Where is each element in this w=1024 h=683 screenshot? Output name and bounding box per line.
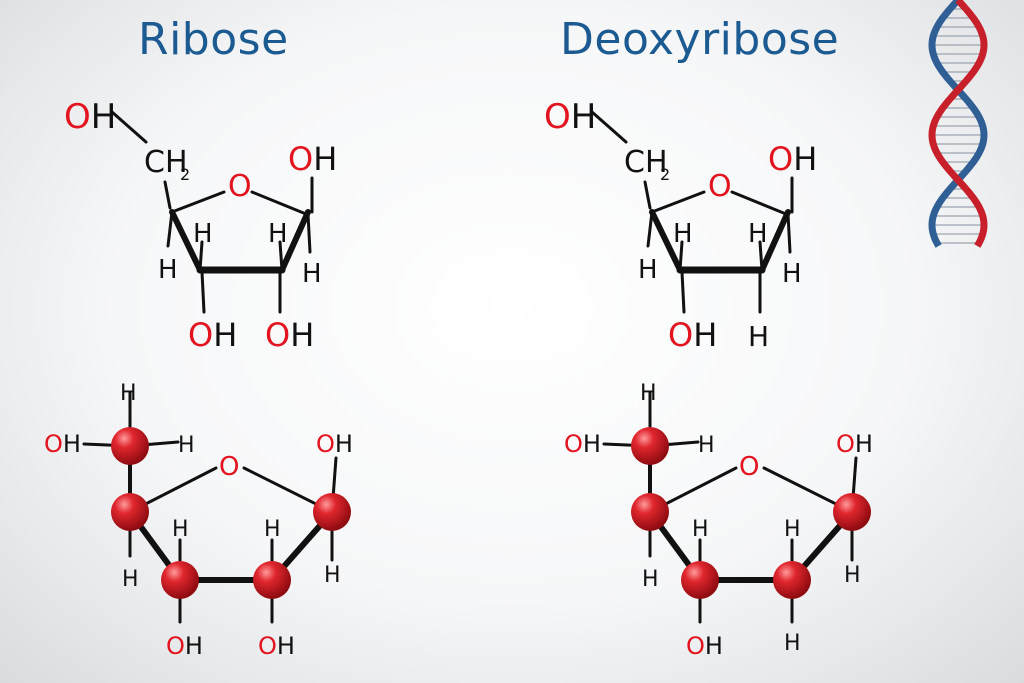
carbon-atom-ball [833, 493, 871, 531]
oh-c1: OH [768, 140, 817, 178]
bond-c4-h [646, 210, 654, 248]
bond-oh-ch2 [110, 110, 148, 144]
h-c5-right: H [178, 433, 195, 458]
h-c3-up-ball: H [692, 517, 709, 542]
carbon-atom-ball [161, 561, 199, 599]
h-c5-top: H [640, 381, 657, 406]
h-c4: H [638, 255, 658, 285]
dna-helix-icon [928, 0, 988, 248]
h-c2-up-ball: H [784, 517, 801, 542]
h-c3-up: H [673, 219, 693, 249]
h-c1: H [302, 259, 322, 289]
bond-c3-oh [200, 270, 206, 314]
carbon-atom-ball [631, 427, 669, 465]
title-ribose: Ribose [138, 14, 289, 65]
ring-oxygen: O [228, 169, 252, 204]
h-c1-ball: H [844, 563, 861, 588]
carbon-atom-ball [111, 427, 149, 465]
carbon-atom-ball [773, 561, 811, 599]
oh-c1: OH [288, 140, 337, 178]
ch2-subscript: 2 [660, 165, 670, 184]
dna-strand-blue [928, 0, 988, 248]
h-c4: H [158, 255, 178, 285]
bond-c4-o [650, 190, 706, 214]
title-deoxyribose: Deoxyribose [560, 14, 840, 65]
bond-c2-c1 [279, 209, 311, 273]
ch2-subscript: 2 [180, 165, 190, 184]
bond-o-c1 [730, 190, 788, 216]
bond-ch2-c4 [163, 180, 172, 210]
ring-oxygen-ball: O [739, 452, 759, 482]
h-c1-ball: H [324, 563, 341, 588]
oh-c5-ball: OH [564, 430, 601, 458]
bond-c3-h-up [678, 240, 684, 272]
oh-c5-ball: OH [44, 430, 81, 458]
bond-ch2-c4 [643, 180, 652, 210]
bond-c3-h-up [198, 240, 204, 272]
oh-c3: OH [188, 316, 237, 354]
ch2-label: CH [624, 145, 668, 180]
bond-c4-o [170, 190, 226, 214]
ch2-label: CH [144, 145, 188, 180]
bond-c2-h-up [758, 240, 764, 272]
h-c2-down: H [748, 320, 769, 353]
bond-c1-h [786, 212, 792, 254]
h-c3-up: H [193, 219, 213, 249]
ring-oxygen: O [708, 169, 732, 204]
bond-o-c1 [250, 190, 308, 216]
h-c2-up-ball: H [264, 517, 281, 542]
oh-c5: OH [544, 97, 596, 137]
h-c2-up: H [748, 219, 768, 249]
bond-c4-c3 [649, 209, 683, 273]
bond-oh-ch2 [590, 110, 628, 144]
h-c5-top: H [120, 381, 137, 406]
h-c1: H [782, 259, 802, 289]
bond-c3-oh [680, 270, 686, 314]
oh-c3: OH [668, 316, 717, 354]
h-c4-ball: H [122, 567, 139, 592]
bond-c4-c3 [169, 209, 203, 273]
carbon-atom-ball [313, 493, 351, 531]
h-c3-up-ball: H [172, 517, 189, 542]
oh-c3-ball: OH [166, 632, 203, 660]
carbon-atom-ball [681, 561, 719, 599]
h-c4-ball: H [642, 567, 659, 592]
ring-oxygen-ball: O [219, 452, 239, 482]
oh-c1-ball: OH [836, 430, 873, 458]
bond-c2-h-up [278, 240, 284, 272]
bond-c1-h [306, 212, 312, 254]
bond-c2-c1 [759, 209, 791, 273]
h-c2-down-ball: H [784, 631, 801, 656]
oh-c2-ball: OH [258, 632, 295, 660]
bond-c4-h [166, 210, 174, 248]
oh-c3-ball: OH [686, 632, 723, 660]
carbon-atom-ball [253, 561, 291, 599]
carbon-atom-ball [631, 493, 669, 531]
oh-c2: OH [265, 316, 314, 354]
carbon-atom-ball [111, 493, 149, 531]
oh-c1-ball: OH [316, 430, 353, 458]
oh-c5: OH [64, 97, 116, 137]
h-c2-up: H [268, 219, 288, 249]
dna-strand-red [928, 0, 988, 248]
h-c5-right: H [698, 433, 715, 458]
